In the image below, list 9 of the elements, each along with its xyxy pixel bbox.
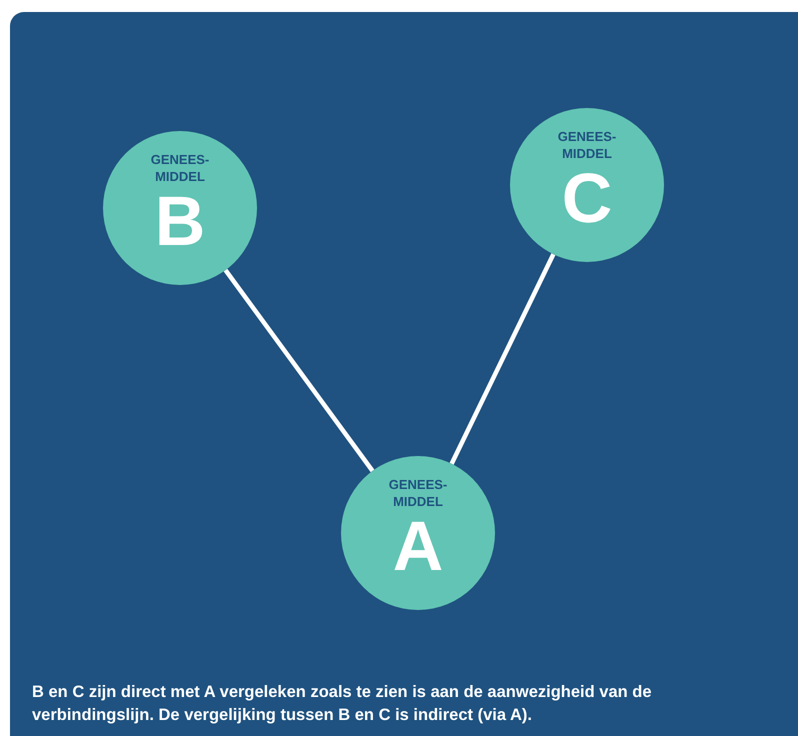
connector-line <box>224 268 374 472</box>
drug-label: GENEES- MIDDEL <box>388 477 448 511</box>
caption: B en C zijn direct met A vergeleken zoals te zien is aan de aanwezigheid van de verbindingslijn. De vergelijking tussen B en C is indirect (via A). <box>32 682 653 726</box>
drug-letter: A <box>392 510 444 581</box>
drug-letter: B <box>154 186 206 256</box>
drug-label: GENEES- MIDDEL <box>556 129 618 163</box>
connector-line <box>450 253 556 465</box>
drug-label: GENEES- MIDDEL <box>150 152 210 186</box>
drug-letter: C <box>562 162 612 233</box>
